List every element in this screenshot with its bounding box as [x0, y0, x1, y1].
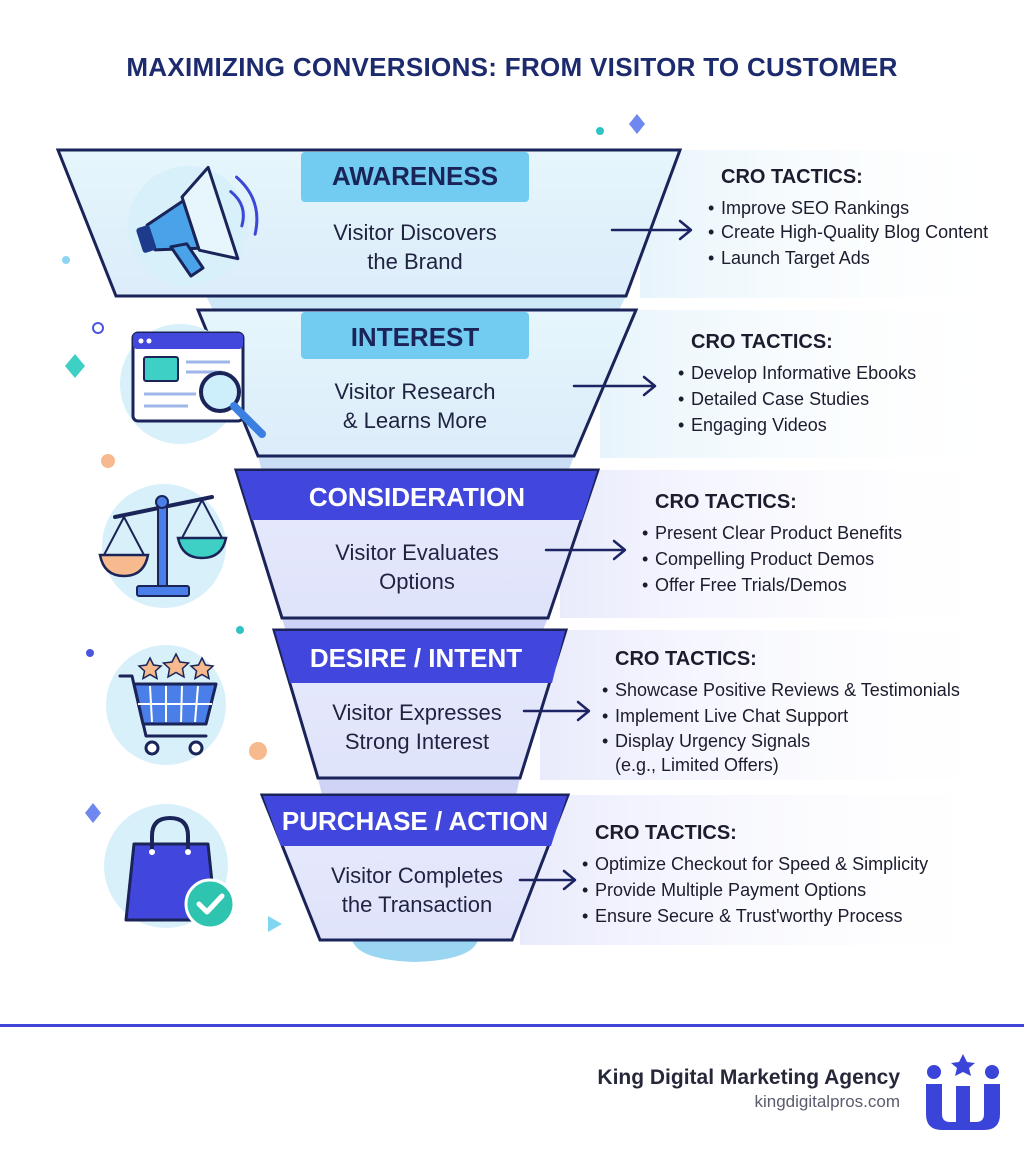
arrows	[518, 219, 693, 891]
stage-desire-shape	[271, 628, 569, 780]
tactics-list: Showcase Positive Reviews & Testimonials…	[602, 677, 1012, 777]
description-line: & Learns More	[342, 408, 488, 433]
description-line: Strong Interest	[344, 729, 490, 754]
tactic-item: Detailed Case Studies	[678, 386, 1008, 412]
stage-purchase-shape	[259, 793, 571, 942]
arrow-consideration-icon	[544, 539, 627, 561]
tactic-item: Offer Free Trials/Demos	[642, 572, 1002, 598]
stage-description-purchase: Visitor Completes the Transaction	[300, 861, 534, 919]
tactics-list: Optimize Checkout for Speed & Simplicity…	[582, 851, 1012, 929]
stage-label-interest: INTEREST	[350, 322, 480, 352]
tactics-list: Improve SEO Rankings Create High-Quality…	[708, 195, 1008, 271]
description-line: Visitor Completes	[331, 863, 503, 888]
stage-label-desire: DESIRE / INTENT	[309, 643, 523, 673]
stage-interest-shape	[195, 308, 639, 458]
tactic-item: Provide Multiple Payment Options	[582, 877, 1012, 903]
company-url[interactable]: kingdigitalpros.com	[754, 1092, 900, 1111]
megaphone-icon	[128, 165, 259, 286]
tactic-item: Optimize Checkout for Speed & Simplicity	[582, 851, 1012, 877]
company-name: King Digital Marketing Agency	[597, 1066, 900, 1089]
browser-magnifier-icon	[120, 324, 266, 444]
crown-logo-icon	[926, 1054, 1000, 1130]
tactic-item: Ensure Secure & Trust'worthy Process	[582, 903, 1012, 929]
balance-scale-icon	[98, 484, 228, 608]
tactic-item: Display Urgency Signals (e.g., Limited O…	[602, 729, 845, 777]
stage-label-awareness: AWARENESS	[331, 161, 499, 191]
cart-stars-icon	[106, 645, 226, 765]
arrow-desire-icon	[522, 700, 591, 722]
tactics-list: Develop Informative Ebooks Detailed Case…	[678, 360, 1008, 438]
footer-divider	[0, 1024, 1024, 1027]
tactics-heading: CRO TACTICS:	[595, 822, 737, 844]
tactics-list: Present Clear Product Benefits Compellin…	[642, 520, 1002, 598]
tactics-heading: CRO TACTICS:	[691, 331, 833, 353]
description-line: the Brand	[367, 249, 463, 274]
tactic-item: Implement Live Chat Support	[602, 703, 1012, 729]
stage-consideration-shape	[233, 468, 601, 620]
tactics-interest: CRO TACTICS: Develop Informative Ebooks …	[678, 331, 1008, 438]
stage-label-consideration: CONSIDERATION	[308, 482, 526, 512]
tactics-heading: CRO TACTICS:	[655, 491, 797, 513]
tactics-desire: CRO TACTICS: Showcase Positive Reviews &…	[602, 648, 1012, 777]
stage-description-desire: Visitor Expresses Strong Interest	[300, 698, 534, 756]
arrow-purchase-icon	[518, 869, 577, 891]
tactic-item: Engaging Videos	[678, 412, 1008, 438]
tactics-consideration: CRO TACTICS: Present Clear Product Benef…	[642, 491, 1002, 598]
tactics-awareness: CRO TACTICS: Improve SEO Rankings Create…	[708, 166, 1008, 271]
arrow-awareness-icon	[610, 219, 693, 241]
page-title: MAXIMIZING CONVERSIONS: FROM VISITOR TO …	[126, 52, 898, 82]
decorative-sparkles	[62, 114, 645, 932]
tactic-item: Compelling Product Demos	[642, 546, 1002, 572]
tactic-item: Improve SEO Rankings	[708, 195, 1008, 221]
brand-block: King Digital Marketing Agency kingdigita…	[597, 1066, 900, 1112]
tactic-item: Develop Informative Ebooks	[678, 360, 1008, 386]
stage-label-purchase: PURCHASE / ACTION	[281, 806, 549, 836]
stage-description-consideration: Visitor Evaluates Options	[300, 538, 534, 596]
stage-description-interest: Visitor Research & Learns More	[300, 377, 530, 435]
tactic-item: Showcase Positive Reviews & Testimonials	[602, 677, 1012, 703]
stage-description-awareness: Visitor Discovers the Brand	[300, 218, 530, 276]
tactics-purchase: CRO TACTICS: Optimize Checkout for Speed…	[582, 822, 1012, 929]
tactics-heading: CRO TACTICS:	[615, 648, 757, 670]
shopping-bag-check-icon	[104, 804, 236, 930]
tactic-item: Present Clear Product Benefits	[642, 520, 1002, 546]
arrow-interest-icon	[572, 375, 657, 397]
tactic-item: Create High-Quality Blog Content	[708, 221, 1008, 243]
description-line: Visitor Evaluates	[335, 540, 499, 565]
description-line: Visitor Discovers	[333, 220, 497, 245]
description-line: the Transaction	[341, 892, 493, 917]
tactics-heading: CRO TACTICS:	[721, 166, 863, 188]
description-line: Visitor Expresses	[332, 700, 502, 725]
funnel-diagram: AWARENESS INTEREST CONSIDERATION DESIRE …	[0, 0, 1024, 1000]
tactic-item: Launch Target Ads	[708, 245, 1008, 271]
description-line: Visitor Research	[334, 379, 496, 404]
description-line: Options	[379, 569, 455, 594]
